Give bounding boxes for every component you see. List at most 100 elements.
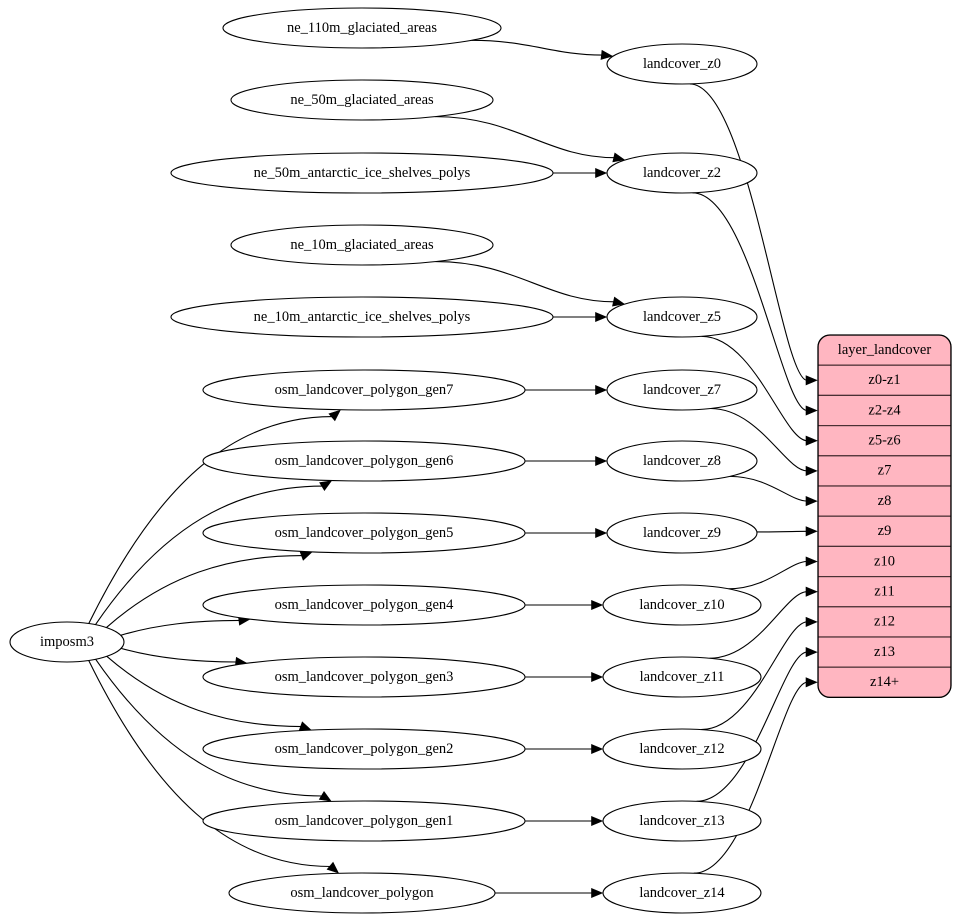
table-row-label: z2-z4 — [868, 402, 901, 418]
graph-node-landcover-z8[interactable]: landcover_z8 — [606, 440, 758, 482]
graph-node-landcover-z10[interactable]: landcover_z10 — [602, 584, 762, 626]
table-row-label: z12 — [874, 614, 895, 630]
edge-arrowhead — [805, 496, 818, 507]
graph-edge — [471, 39, 603, 56]
node-shape — [230, 224, 494, 266]
node-label: ne_10m_antarctic_ice_shelves_polys — [254, 309, 471, 325]
graph-edge — [88, 660, 331, 868]
edge-arrowhead — [805, 677, 818, 688]
edge-arrowhead — [805, 586, 818, 597]
layer-landcover-table[interactable]: layer_landcoverz0-z1z2-z4z5-z6z7z8z9z10z… — [817, 334, 952, 699]
node-label: landcover_z9 — [643, 525, 721, 541]
graph-node-landcover-z9[interactable]: landcover_z9 — [606, 512, 758, 554]
node-shape — [602, 872, 762, 914]
node-shape — [202, 369, 526, 411]
edge-arrowhead — [299, 551, 313, 561]
node-label: imposm3 — [40, 634, 94, 650]
node-label: landcover_z10 — [639, 597, 724, 613]
graph-node-ne-50m-glaciated-areas[interactable]: ne_50m_glaciated_areas — [230, 79, 494, 121]
graph-node-landcover-z2[interactable]: landcover_z2 — [606, 152, 758, 194]
node-label: landcover_z0 — [643, 56, 721, 72]
graph-edge — [729, 475, 808, 502]
graph-edge — [94, 485, 323, 625]
graph-node-imposm3[interactable]: imposm3 — [9, 621, 125, 663]
edge-arrowhead — [612, 152, 626, 163]
node-label: landcover_z7 — [643, 382, 721, 398]
graph-edge — [106, 655, 302, 728]
edge-arrowhead — [612, 296, 625, 307]
graph-edge — [701, 621, 808, 731]
node-label: osm_landcover_polygon_gen3 — [275, 669, 454, 685]
edge-arrowhead — [595, 384, 608, 396]
graph-edge — [88, 416, 333, 624]
graph-node-osm-landcover-polygon[interactable]: osm_landcover_polygon — [228, 872, 496, 914]
graph-edge — [689, 83, 808, 381]
table-row[interactable] — [818, 606, 951, 638]
graph-edge — [95, 658, 323, 797]
graph-node-landcover-z13[interactable]: landcover_z13 — [602, 800, 762, 842]
graph-node-landcover-z5[interactable]: landcover_z5 — [606, 296, 758, 338]
node-shape — [602, 584, 762, 626]
graph-node-osm-landcover-polygon-gen1[interactable]: osm_landcover_polygon_gen1 — [202, 800, 526, 842]
graph-node-landcover-z11[interactable]: landcover_z11 — [602, 656, 762, 698]
graph-node-landcover-z7[interactable]: landcover_z7 — [606, 369, 758, 411]
node-shape — [228, 872, 496, 914]
graph-node-osm-landcover-polygon-gen2[interactable]: osm_landcover_polygon_gen2 — [202, 728, 526, 770]
table-row-label: z5-z6 — [868, 433, 900, 449]
graph-edge — [709, 591, 808, 659]
graph-edge — [434, 116, 615, 159]
node-shape — [202, 800, 526, 842]
node-shape — [170, 296, 554, 338]
table-row-label: z10 — [874, 553, 895, 569]
graph-node-landcover-z12[interactable]: landcover_z12 — [602, 728, 762, 770]
graph-edge — [701, 335, 808, 442]
graph-node-landcover-z14[interactable]: landcover_z14 — [602, 872, 762, 914]
edge-arrowhead — [591, 815, 604, 827]
table-row[interactable] — [818, 485, 951, 517]
graph-node-osm-landcover-polygon-gen4[interactable]: osm_landcover_polygon_gen4 — [202, 584, 526, 626]
node-shape — [606, 152, 758, 194]
table-row[interactable] — [818, 545, 951, 578]
edge-arrowhead — [319, 480, 333, 492]
table-row[interactable] — [818, 666, 951, 698]
graph-node-ne-10m-glaciated-areas[interactable]: ne_10m_glaciated_areas — [230, 224, 494, 266]
table-row[interactable] — [818, 636, 951, 668]
node-shape — [602, 728, 762, 770]
graph-node-osm-landcover-polygon-gen3[interactable]: osm_landcover_polygon_gen3 — [202, 656, 526, 698]
graph-node-ne-50m-antarctic-ice-shelves-polys[interactable]: ne_50m_antarctic_ice_shelves_polys — [170, 152, 554, 194]
graph-edge — [692, 192, 808, 412]
node-shape — [170, 152, 554, 194]
graph-node-osm-landcover-polygon-gen6[interactable]: osm_landcover_polygon_gen6 — [202, 440, 526, 482]
node-shape — [222, 7, 502, 49]
graph-node-ne-10m-antarctic-ice-shelves-polys[interactable]: ne_10m_antarctic_ice_shelves_polys — [170, 296, 554, 338]
table-row[interactable] — [818, 364, 951, 397]
table-row-label: z8 — [878, 493, 892, 509]
graph-edge — [696, 651, 808, 802]
node-label: ne_110m_glaciated_areas — [287, 20, 437, 36]
graph-node-ne-110m-glaciated-areas[interactable]: ne_110m_glaciated_areas — [222, 7, 502, 49]
node-label: osm_landcover_polygon_gen6 — [275, 453, 454, 469]
table-header-cell[interactable] — [818, 335, 951, 366]
node-shape — [606, 296, 758, 338]
node-label: landcover_z14 — [639, 885, 725, 901]
node-label: osm_landcover_polygon_gen5 — [275, 525, 454, 541]
edge-arrowhead — [595, 167, 608, 179]
node-shape — [606, 369, 758, 411]
edge-arrowhead — [805, 375, 818, 386]
graph-node-osm-landcover-polygon-gen7[interactable]: osm_landcover_polygon_gen7 — [202, 369, 526, 411]
node-label: osm_landcover_polygon_gen4 — [275, 597, 455, 613]
node-label: osm_landcover_polygon_gen2 — [275, 741, 454, 757]
graph-node-osm-landcover-polygon-gen5[interactable]: osm_landcover_polygon_gen5 — [202, 512, 526, 554]
graph-edge — [120, 619, 240, 636]
table-row-label: z0-z1 — [868, 372, 900, 388]
edge-arrowhead — [595, 455, 608, 467]
node-label: osm_landcover_polygon — [290, 885, 434, 901]
edge-arrowhead — [591, 743, 604, 755]
graph-node-landcover-z0[interactable]: landcover_z0 — [606, 43, 758, 85]
node-shape — [9, 621, 125, 663]
node-label: osm_landcover_polygon_gen7 — [275, 382, 454, 398]
edge-arrowhead — [298, 721, 312, 731]
node-label: ne_50m_glaciated_areas — [290, 92, 434, 108]
edge-arrowhead — [595, 311, 608, 323]
